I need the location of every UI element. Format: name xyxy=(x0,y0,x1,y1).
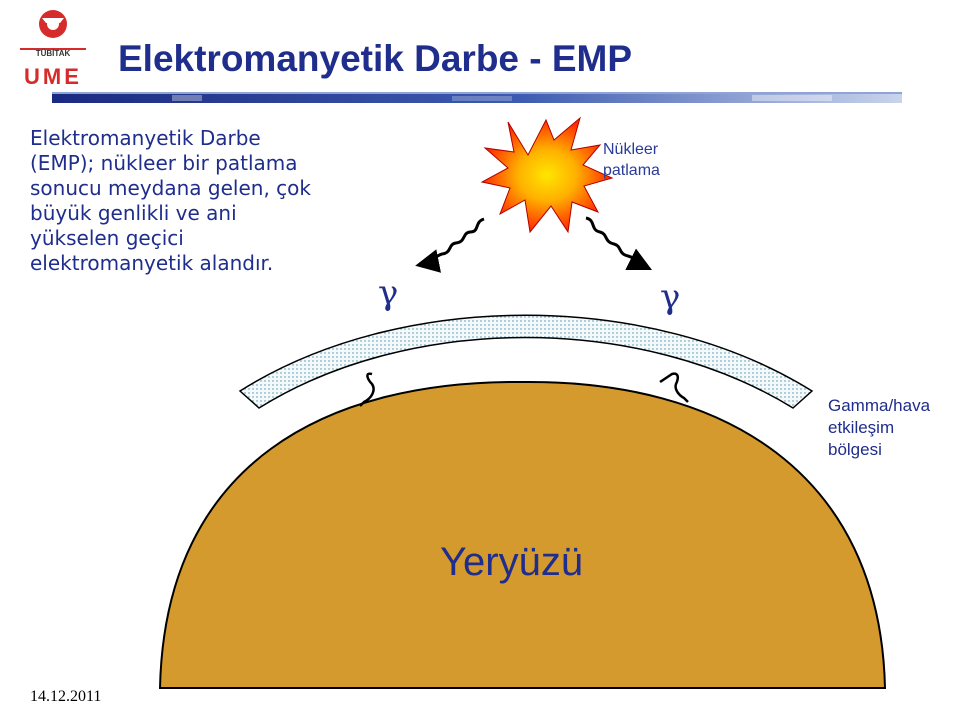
page-title: Elektromanyetik Darbe - EMP xyxy=(118,38,633,79)
secondary-ray-right xyxy=(659,372,689,403)
definition-line: büyük genlikli ve ani xyxy=(30,201,237,225)
title-underline-bar xyxy=(52,90,902,104)
explosion-label: Nükleer patlama xyxy=(603,139,660,181)
gamma-symbol-right: γ xyxy=(660,277,681,317)
explosion-label-line: patlama xyxy=(603,162,660,179)
definition-line: sonucu meydana gelen, çok xyxy=(30,176,311,200)
earth-shape xyxy=(158,380,887,689)
region-label-line: etkileşim xyxy=(828,418,895,437)
definition-line: elektromanyetik alandır. xyxy=(30,251,274,275)
explosion-icon xyxy=(480,116,614,234)
gamma-ray-left xyxy=(415,217,485,273)
region-label-line: bölgesi xyxy=(828,440,882,459)
logo-text-top: TÜBİTAK xyxy=(36,49,71,58)
gamma-air-band xyxy=(238,314,814,409)
region-label-line: Gamma/hava xyxy=(828,396,931,415)
tubitak-ume-logo: TÜBİTAK UME xyxy=(18,4,88,90)
gamma-symbol-left: γ xyxy=(378,273,399,313)
secondary-ray-left xyxy=(359,372,375,407)
definition-text: Elektromanyetik Darbe (EMP); nükleer bir… xyxy=(30,126,350,276)
logo-text-bottom: UME xyxy=(24,64,82,89)
definition-line: Elektromanyetik Darbe xyxy=(30,126,261,150)
explosion-label-line: Nükleer xyxy=(603,141,659,158)
footer-date: 14.12.2011 xyxy=(30,688,102,705)
definition-line: (EMP); nükleer bir patlama xyxy=(30,151,298,175)
definition-line: yükselen geçici xyxy=(30,226,184,250)
gamma-ray-right xyxy=(585,216,653,271)
earth-label: Yeryüzü xyxy=(440,540,584,584)
interaction-region-label: Gamma/hava etkileşim bölgesi xyxy=(828,395,930,461)
